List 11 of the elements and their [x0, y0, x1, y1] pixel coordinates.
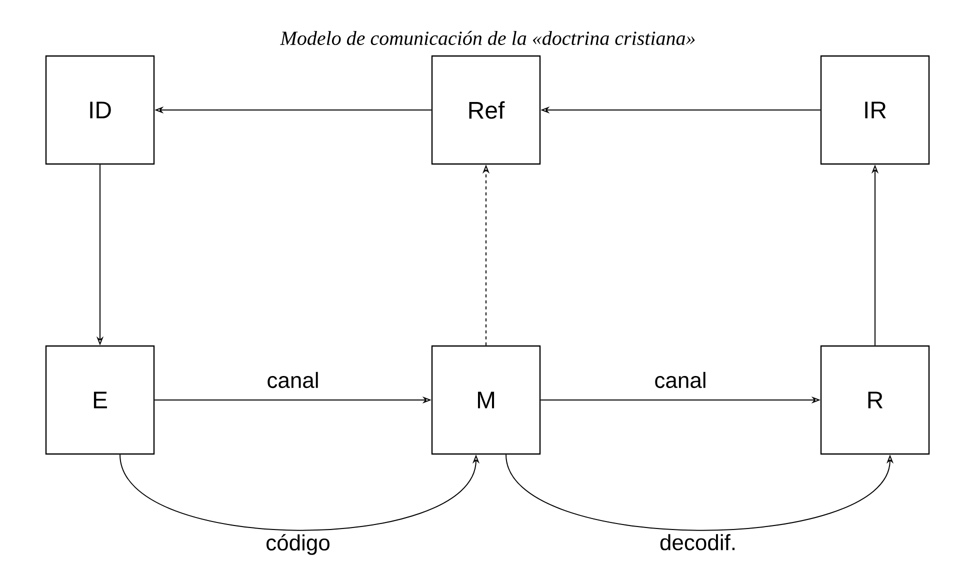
process-box: Ref — [431, 55, 541, 165]
process-box: ID — [45, 55, 155, 165]
process-box: R — [820, 345, 930, 455]
edge-label: código — [266, 534, 330, 555]
process-box: E — [45, 345, 155, 455]
edge-label: canal — [268, 372, 318, 388]
edge-label: canal — [655, 372, 706, 388]
process-box: IR — [820, 55, 930, 165]
process-box: M — [431, 345, 541, 455]
title: Modelo de comunicación de la «doctrina cristiana» — [280, 30, 695, 46]
edge-label: decodif. — [660, 534, 735, 550]
